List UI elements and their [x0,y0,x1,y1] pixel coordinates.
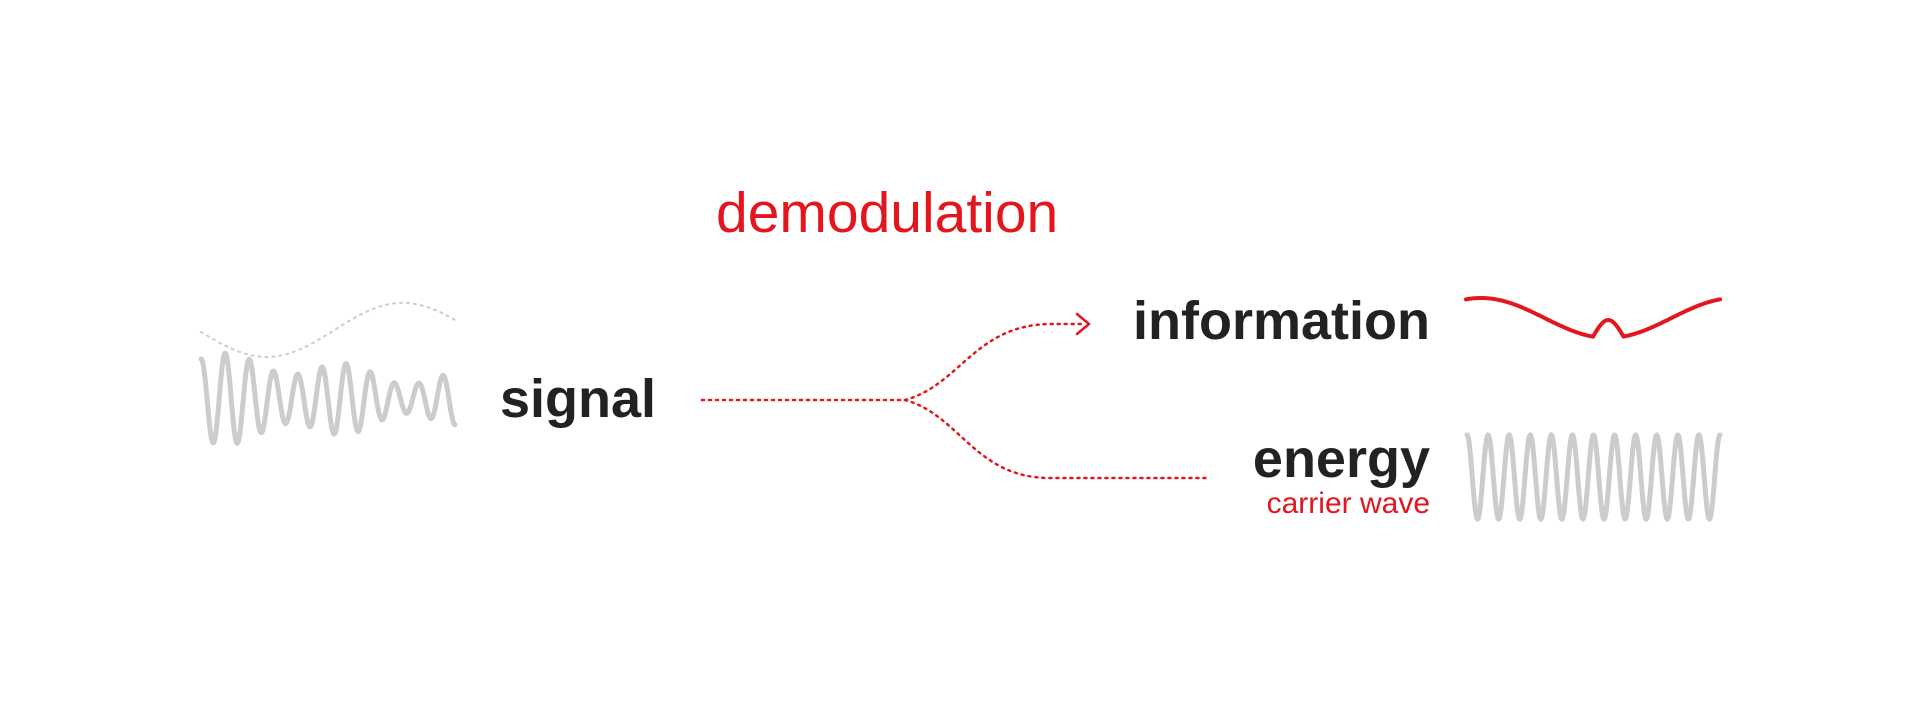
information-branch-line [903,322,1087,402]
diagram-title: demodulation [716,181,1059,245]
arrowhead-icon [1075,312,1091,336]
information-label: information [1133,291,1430,351]
energy-label: energy [1252,429,1430,489]
signal-waveform [198,350,458,446]
energy-branch-line [903,398,1212,480]
information-waveform [1464,296,1722,339]
signal-label: signal [500,369,657,429]
carrier-waveform [1464,432,1723,523]
signal-envelope [200,301,456,359]
carrier-wave-label: carrier wave [1266,487,1430,520]
